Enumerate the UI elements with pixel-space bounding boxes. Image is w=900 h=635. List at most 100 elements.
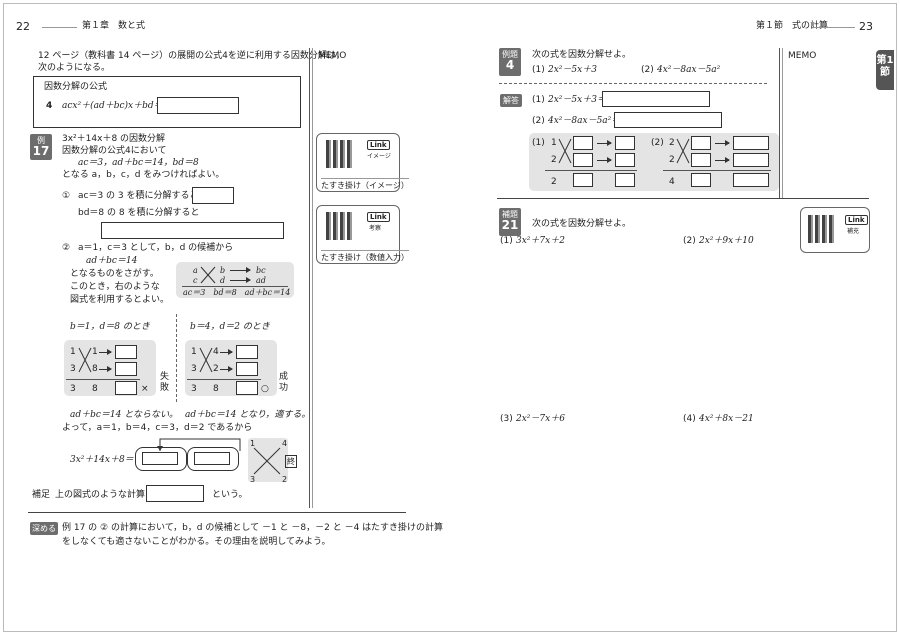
intro-line-1: 12 ページ（教科書 14 ページ）の展開の公式4を逆に利用する因数分解は， (38, 51, 345, 61)
p-1-expression: 3x²＋7x＋2 (516, 236, 565, 246)
fukameru-badge: 深める (30, 522, 58, 535)
exercise-badge-label: 例題 (502, 50, 518, 59)
diag-1-box-bottom-mid[interactable] (573, 173, 593, 187)
hosoku-label: 補足 (32, 490, 51, 500)
diag-2-box-bottom-sum[interactable] (733, 173, 769, 187)
diagram-d: d (220, 276, 226, 285)
diag-2-box-b[interactable] (691, 136, 711, 150)
diagram-divider (182, 286, 288, 287)
diag-2-box-bottom-mid[interactable] (691, 173, 711, 187)
formula-answer-box[interactable] (157, 97, 239, 114)
case-2-box-2[interactable] (236, 362, 258, 376)
qr-2-sub: 考察 (369, 225, 382, 232)
diag-1-a: 1 (551, 138, 557, 148)
ans-1-answer-box[interactable] (602, 91, 710, 107)
case-2-divider (187, 379, 261, 380)
case-1-bottom-left: 3 (70, 384, 76, 394)
qr-code-2[interactable] (326, 212, 354, 240)
step-1b-answer-box[interactable] (101, 222, 284, 239)
qr-3-link-icon[interactable]: Link (845, 215, 868, 225)
qr-code-1[interactable] (326, 140, 354, 168)
formula-box-title: 因数分解の公式 (44, 82, 108, 92)
ans-2-number: (2) (532, 116, 545, 126)
fukameru-line-1: 例 17 の ② の計算において，b，d の候補として －1 と －8，－2 と… (62, 523, 443, 533)
ex-1-expression: 2x²－5x＋3 (548, 65, 597, 75)
diag-1-box-d[interactable] (573, 153, 593, 167)
diag-2-arrow-1 (715, 140, 730, 146)
diag-1-box-ad[interactable] (615, 153, 635, 167)
diag-1-box-bottom-sum[interactable] (615, 173, 635, 187)
section-side-tab: 第1節 (876, 50, 894, 90)
case-1-box-3[interactable] (115, 381, 137, 395)
qr-2-caption: たすき掛け（数値入力） (321, 250, 409, 263)
case-1-box-1[interactable] (115, 345, 137, 359)
qr-code-3[interactable] (808, 215, 836, 243)
left-chapter-title: 第１章 数と式 (82, 21, 146, 31)
case-1-cross (78, 347, 92, 373)
example-line-2: ac＝3，ad＋bc＝14，bd＝8 (78, 158, 199, 168)
case-2-bottom-left: 3 (191, 384, 197, 394)
diag-2-box-ad[interactable] (733, 153, 769, 167)
right-page-number: 23 (859, 20, 873, 33)
diagram-ad: ad (256, 276, 266, 285)
right-memo-label: MEMO (788, 51, 817, 61)
diag-2-box-bc[interactable] (733, 136, 769, 150)
answer-separator (499, 83, 767, 84)
practice-badge: 補題 21 (499, 208, 521, 236)
page-frame (3, 3, 897, 632)
qr-1-caption: たすき掛け（イメージ） (321, 178, 409, 191)
qr-1-link-icon[interactable]: Link (367, 140, 390, 150)
header-rule-left (42, 27, 77, 28)
case-1-box-2[interactable] (115, 362, 137, 376)
p-4-number: (4) (683, 414, 696, 424)
case-2-box-3[interactable] (236, 381, 258, 395)
step-2-line-4: このとき，右のような (70, 282, 160, 292)
ans-2-answer-box[interactable] (614, 112, 722, 128)
diag-2-box-d[interactable] (691, 153, 711, 167)
practice-title: 次の式を因数分解せよ。 (532, 219, 632, 229)
final-answer-box-2[interactable] (194, 452, 230, 465)
example-line-1: 因数分解の公式4において (62, 146, 167, 156)
ex-2-expression: 4x²－8ax－5a² (657, 65, 721, 75)
case-2-n3: 3 (191, 364, 197, 374)
step-1-answer-box[interactable] (192, 187, 234, 204)
case-2-box-1[interactable] (236, 345, 258, 359)
final-right-bottom: 3 (250, 475, 256, 484)
final-expression: 3x²＋14x＋8＝ (70, 455, 134, 465)
p-2-number: (2) (683, 236, 696, 246)
step-1b-text: bd＝8 の 8 を積に分解すると (78, 208, 200, 218)
case-2-mark: ○ (261, 384, 269, 394)
diagram-bc: bc (256, 266, 266, 275)
diag-1-c: 2 (551, 155, 557, 165)
diag-1-number: (1) (532, 138, 545, 148)
step-2-line-3: となるものをさがす。 (70, 269, 159, 279)
step-2-line-1: a＝1，c＝3 として，b，d の候補から (78, 243, 234, 253)
hosoku-answer-box[interactable] (146, 485, 204, 502)
p-2-expression: 2x²＋9x＋10 (699, 236, 754, 246)
diag-1-bottom: 2 (551, 177, 557, 187)
ans-1-expression: 2x²－5x＋3＝ (548, 95, 606, 105)
final-right-bottom2: 2 (282, 475, 288, 484)
case-2-result: 成功 (279, 372, 289, 393)
diag-1-box-bc[interactable] (615, 136, 635, 150)
hosoku-text-2: という。 (212, 490, 248, 500)
exercise-title: 次の式を因数分解せよ。 (532, 50, 632, 60)
header-rule-right (813, 27, 855, 28)
conclusion-1: ad＋bc＝14 とならない。 (70, 410, 178, 420)
diag-2-a: 2 (669, 138, 675, 148)
final-answer-box-1[interactable] (142, 452, 178, 465)
diag-2-c: 2 (669, 155, 675, 165)
case-1-n3: 3 (70, 364, 76, 374)
diagram-b: b (220, 266, 226, 275)
intro-line-2: 次のようになる。 (38, 63, 111, 73)
case-1-n1: 1 (70, 347, 76, 357)
example-badge-number: 17 (32, 144, 50, 158)
case-1-label: b＝1，d＝8 のとき (70, 322, 150, 332)
step-2-line-5: 図式を利用するとよい。 (70, 295, 170, 305)
qr-2-link-icon[interactable]: Link (367, 212, 390, 222)
diagram-bottom: ac＝3 bd＝8 ad＋bc＝14 (183, 288, 291, 297)
final-paren-box-2 (187, 447, 239, 471)
exercise-badge-number: 4 (505, 58, 515, 72)
diag-1-arrow-2 (597, 157, 612, 163)
diag-1-box-b[interactable] (573, 136, 593, 150)
